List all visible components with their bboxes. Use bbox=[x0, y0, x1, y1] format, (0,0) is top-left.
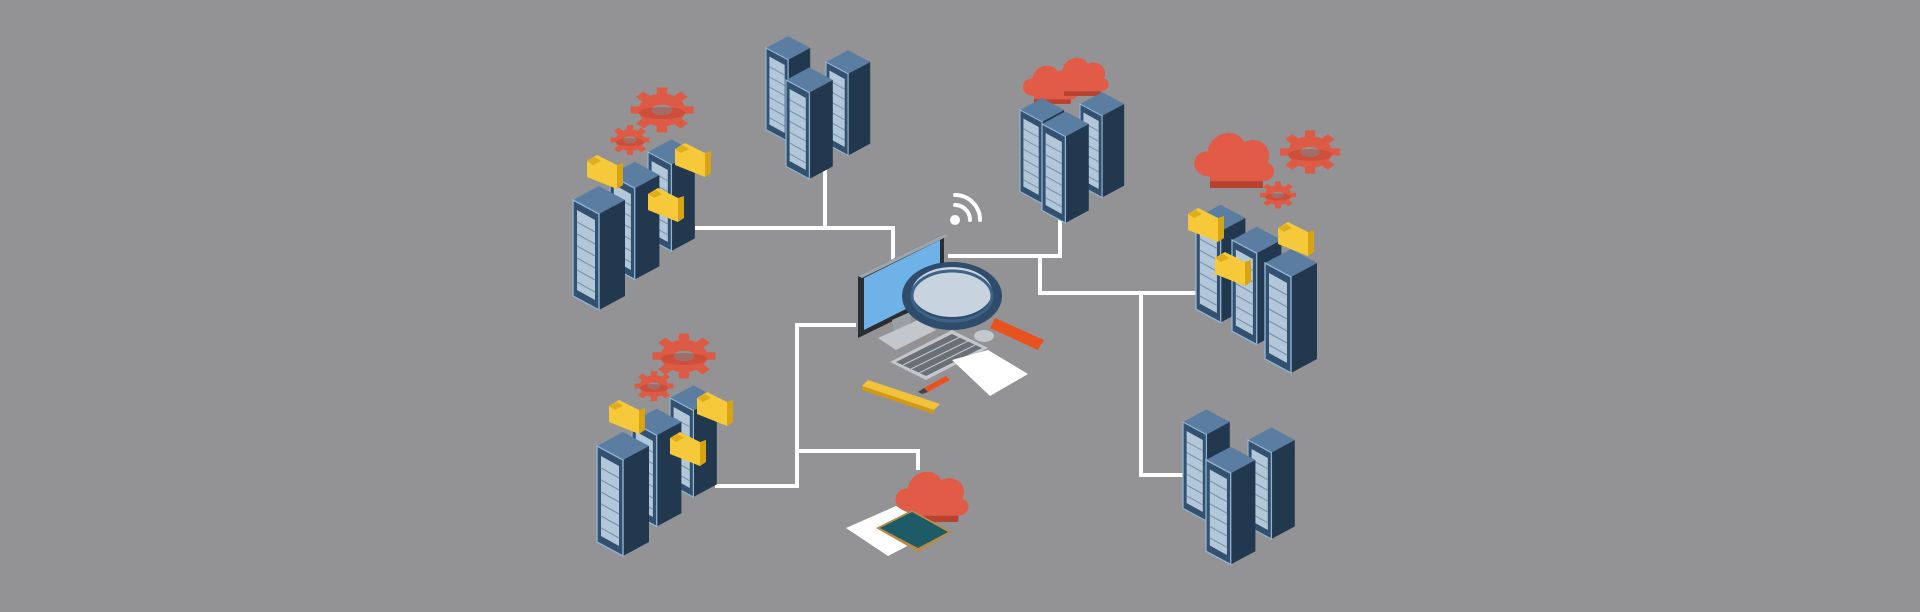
server-cluster-bottom-right bbox=[1182, 408, 1296, 566]
folder-icon bbox=[609, 400, 645, 434]
server-cluster-bottom-left bbox=[596, 333, 733, 557]
mouse-icon bbox=[974, 330, 994, 342]
gear-icon bbox=[630, 87, 694, 133]
connection-lines bbox=[695, 170, 1196, 488]
server-cluster-right bbox=[1188, 130, 1340, 374]
monitor-icon bbox=[858, 234, 948, 350]
pen-icon bbox=[918, 376, 950, 394]
gear-icon bbox=[610, 125, 650, 155]
ruler-icon bbox=[862, 380, 940, 414]
paper-icon bbox=[952, 350, 1028, 396]
gear-icon bbox=[652, 333, 716, 379]
folder-icon bbox=[1278, 222, 1314, 256]
gear-icon bbox=[1260, 181, 1296, 209]
wifi-icon bbox=[950, 193, 982, 225]
tablet-icon bbox=[876, 510, 952, 552]
workstation bbox=[858, 193, 1044, 414]
server-cluster-top-center bbox=[765, 35, 871, 180]
cloud-icon bbox=[1194, 132, 1275, 188]
magnifier-icon bbox=[902, 262, 1044, 350]
keyboard-icon bbox=[890, 330, 988, 380]
gear-icon bbox=[634, 371, 674, 401]
folder-icon bbox=[587, 155, 623, 189]
server-cluster-top-left bbox=[572, 87, 711, 311]
tablet-device bbox=[846, 471, 969, 556]
server-cluster-top-right bbox=[1019, 57, 1125, 224]
gear-icon bbox=[1280, 130, 1340, 174]
